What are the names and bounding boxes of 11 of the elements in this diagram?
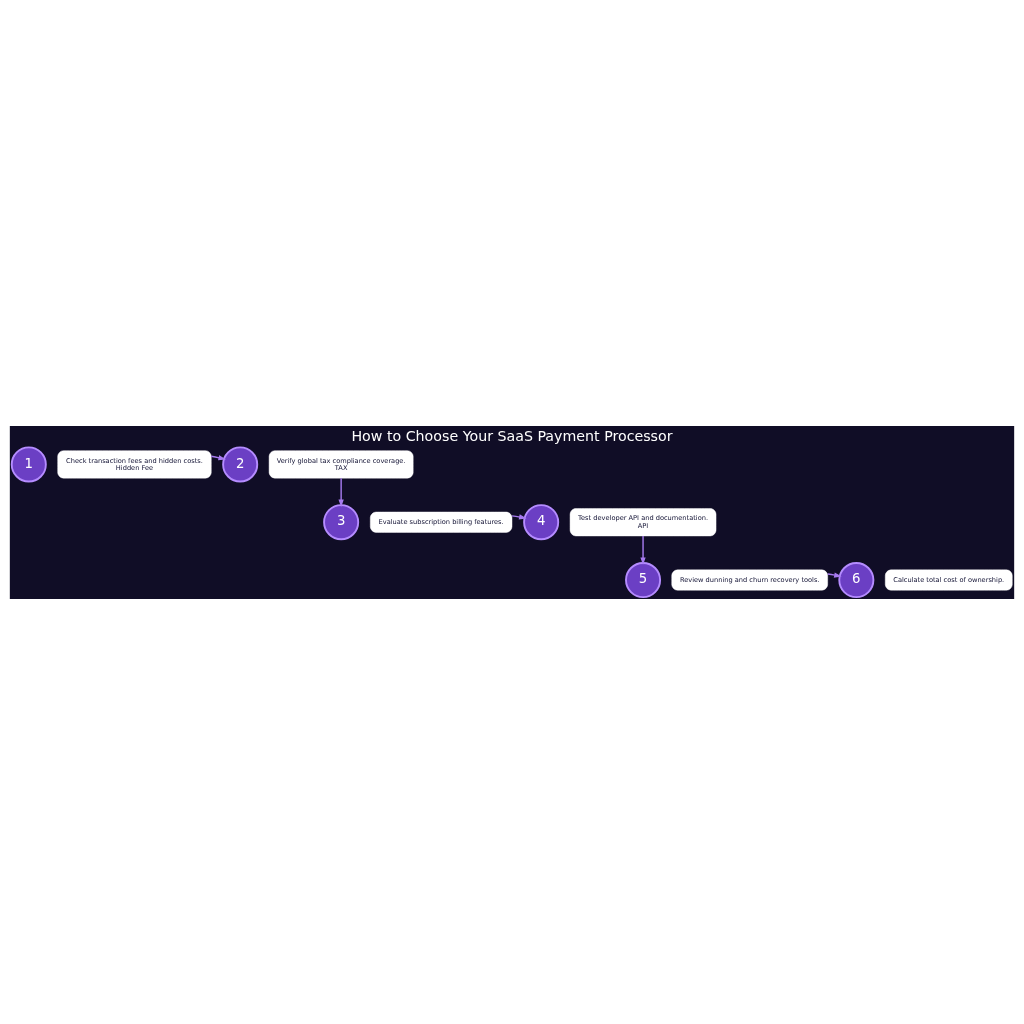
arrow [338, 477, 344, 507]
node-circle: 3 [323, 503, 360, 540]
node-circle: 5 [625, 561, 662, 598]
node-circle: 1 [10, 445, 47, 482]
diagram-title: How to Choose Your SaaS Payment Processor [351, 427, 673, 444]
node-circle: 4 [523, 503, 560, 540]
arrow [640, 534, 646, 565]
arrow [210, 454, 226, 460]
arrow [511, 513, 527, 520]
node-circle: 6 [838, 561, 875, 598]
node-circle: 2 [222, 445, 259, 482]
